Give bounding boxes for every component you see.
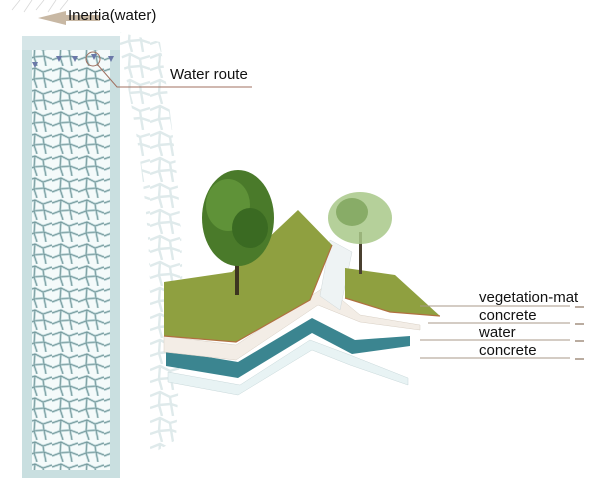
roof-layers (163, 210, 441, 396)
water-route-label: Water route (170, 66, 248, 83)
lattice-column (22, 36, 120, 478)
grass-left (164, 210, 332, 342)
water-route-leader (96, 63, 252, 88)
water-route-marker (85, 51, 101, 67)
layer-label-vegetation: vegetation-mat (479, 289, 579, 306)
layer-label-concrete-bottom: concrete (479, 342, 537, 359)
concrete-layer (163, 267, 421, 361)
water-drop-icons (32, 54, 114, 68)
grass-right (345, 268, 440, 316)
rain-hatch (11, 0, 69, 13)
water-layer (166, 318, 410, 378)
layer-leaders (420, 305, 584, 360)
layer-label-concrete-top: concrete (479, 307, 537, 324)
inertia-label: Inertia(water) (68, 7, 157, 24)
inertia-arrow-icon (38, 11, 100, 25)
layer-label-water: water (479, 324, 516, 341)
base-layer (167, 339, 409, 396)
rotated-panel (118, 32, 183, 455)
vertical-slab (319, 239, 353, 311)
tree-left (202, 170, 274, 295)
tree-right (328, 192, 392, 274)
